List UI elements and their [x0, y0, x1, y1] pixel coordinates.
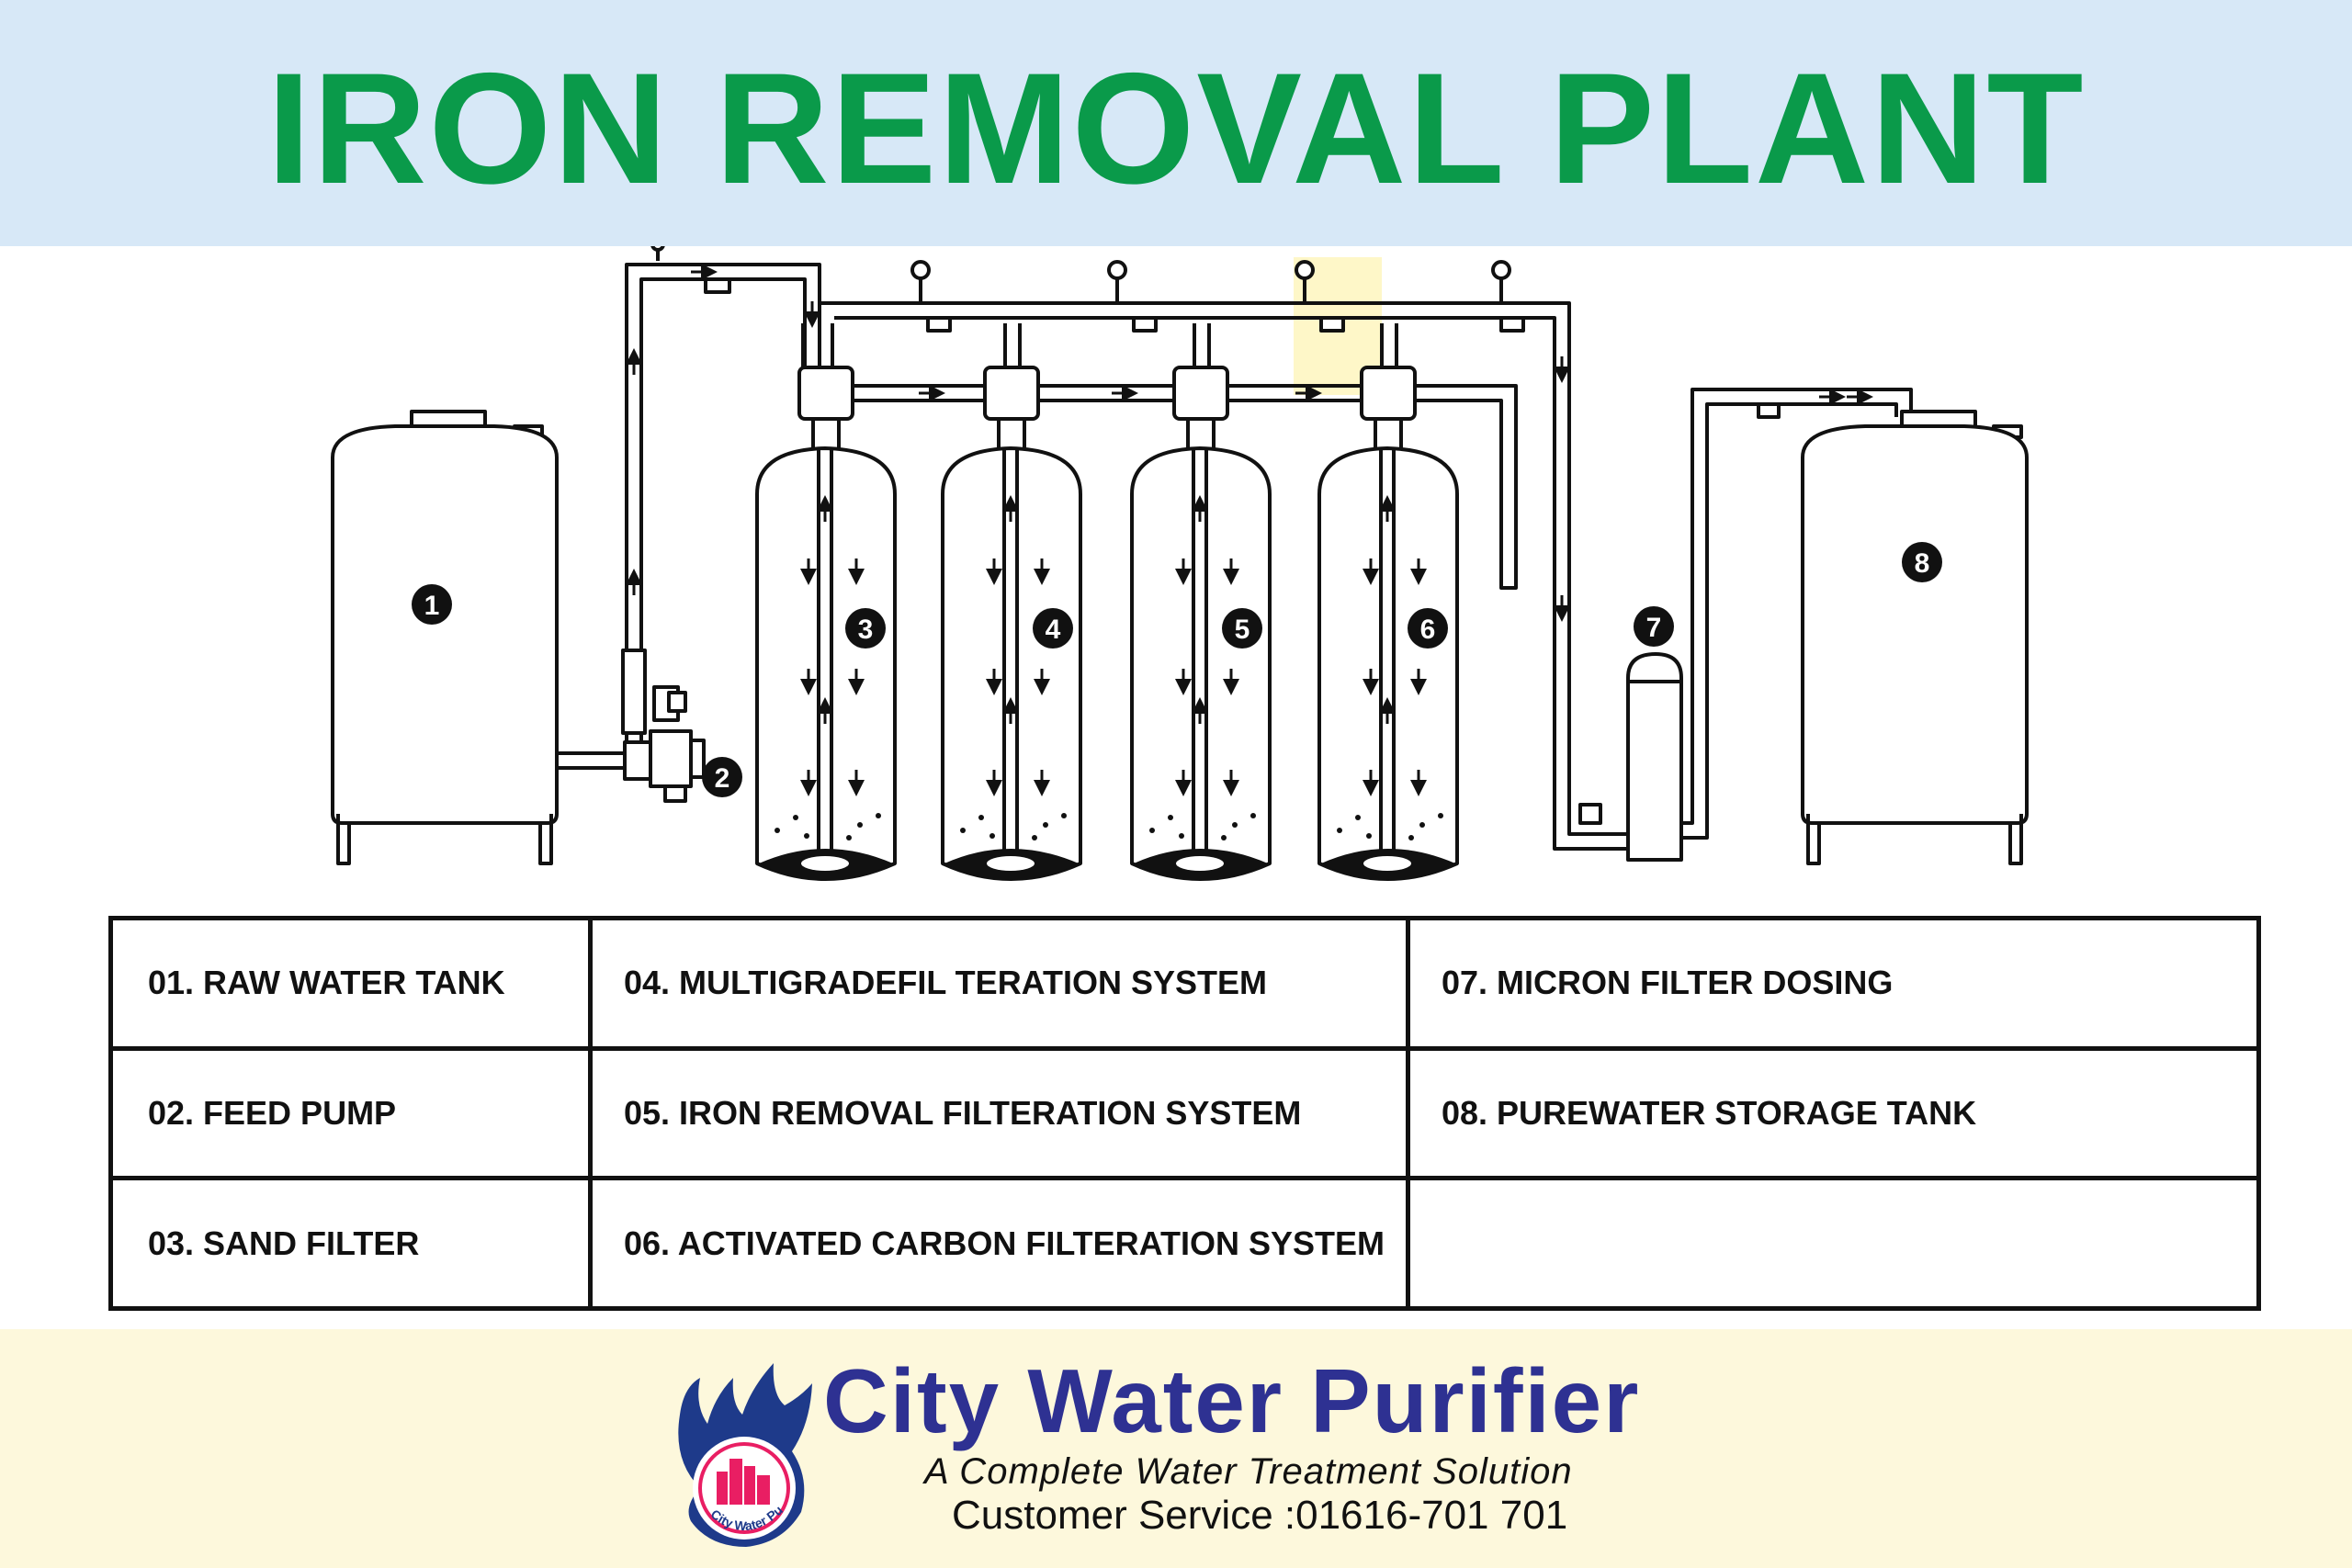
- marker-2: 2: [702, 757, 742, 797]
- footer-band: [0, 1329, 2352, 1568]
- legend-table: 01. RAW WATER TANK 04. MULTIGRADEFIL TER…: [108, 916, 2261, 1311]
- legend-row: 03. SAND FILTER 06. ACTIVATED CARBON FIL…: [108, 1176, 2261, 1311]
- marker-1: 1: [412, 584, 452, 625]
- pressure-gauges: [910, 260, 1525, 333]
- brand-tagline: A Complete Water Treatment Solution: [924, 1451, 1573, 1492]
- legend-item-sand-filter: 03. SAND FILTER: [108, 1176, 593, 1311]
- customer-service-label: Customer Service :: [952, 1493, 1296, 1538]
- marker-6: 6: [1408, 608, 1448, 649]
- svg-text:3: 3: [858, 615, 874, 645]
- svg-text:4: 4: [1046, 615, 1061, 645]
- vessel-5: [1130, 323, 1272, 881]
- flow-arrows: [626, 264, 1873, 796]
- micron-filter: [1626, 652, 1683, 862]
- svg-text:2: 2: [715, 763, 730, 794]
- plant-diagram: 1 2 3 4 5 6 7 8: [331, 246, 2029, 881]
- customer-service: Customer Service :01616-701 701: [952, 1492, 1779, 1540]
- svg-text:8: 8: [1915, 548, 1930, 579]
- pure-water-tank: [1801, 410, 2029, 865]
- svg-text:7: 7: [1646, 613, 1662, 643]
- svg-text:6: 6: [1420, 615, 1436, 645]
- legend-item-raw-water-tank: 01. RAW WATER TANK: [108, 916, 593, 1051]
- media-beds: [759, 849, 1455, 880]
- vessel-4: [941, 323, 1082, 881]
- legend-item-feed-pump: 02. FEED PUMP: [108, 1045, 593, 1181]
- legend-item-multigrade-filtration: 04. MULTIGRADEFIL TERATION SYSTEM: [588, 916, 1410, 1051]
- marker-4: 4: [1033, 608, 1073, 649]
- customer-service-number[interactable]: 01616-701 701: [1295, 1493, 1568, 1538]
- marker-7: 7: [1634, 606, 1674, 647]
- svg-text:5: 5: [1235, 615, 1250, 645]
- filter-vessels: [755, 323, 1459, 881]
- vessel-3: [755, 323, 897, 881]
- legend-item-empty: [1406, 1176, 2261, 1311]
- marker-8: 8: [1902, 542, 1942, 582]
- marker-5: 5: [1222, 608, 1262, 649]
- legend-row: 02. FEED PUMP 05. IRON REMOVAL FILTERATI…: [108, 1045, 2261, 1181]
- legend-row: 01. RAW WATER TANK 04. MULTIGRADEFIL TER…: [108, 916, 2261, 1051]
- legend-item-iron-removal: 05. IRON REMOVAL FILTERATION SYSTEM: [588, 1045, 1410, 1181]
- svg-text:1: 1: [424, 591, 440, 621]
- legend-item-micron-filter: 07. MICRON FILTER DOSING: [1406, 916, 2261, 1051]
- vessel-6: [1317, 323, 1459, 881]
- page-title: IRON REMOVAL PLANT: [266, 40, 2086, 217]
- header-band: [0, 0, 2352, 246]
- raw-water-tank: [331, 410, 559, 865]
- marker-3: 3: [845, 608, 886, 649]
- legend-item-pure-water-tank: 08. PUREWATER STORAGE TANK: [1406, 1045, 2261, 1181]
- legend-item-activated-carbon: 06. ACTIVATED CARBON FILTERATION SYSTEM: [588, 1176, 1410, 1311]
- hand-water-drop-city-icon: City Water Purifier: [663, 1350, 812, 1547]
- brand-name: City Water Purifier: [823, 1350, 1641, 1451]
- feed-pump: [623, 685, 706, 803]
